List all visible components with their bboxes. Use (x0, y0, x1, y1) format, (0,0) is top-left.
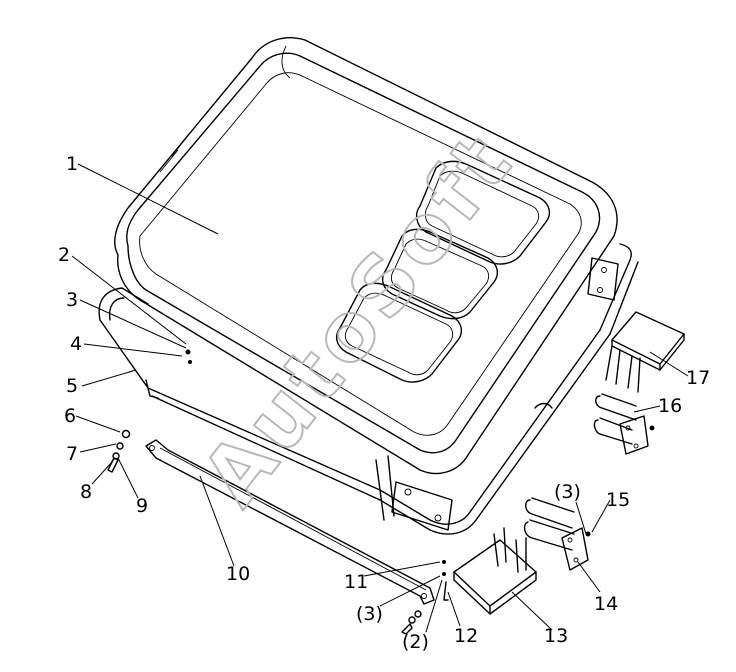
callout-1: 1 (66, 153, 78, 175)
callout-16: 16 (658, 395, 682, 417)
callout-8: 8 (80, 481, 92, 503)
callout-10: 10 (226, 563, 250, 585)
callout-14: 14 (594, 593, 618, 615)
callout-17: 17 (686, 367, 710, 389)
watermark-text: AutoSoft (184, 114, 532, 522)
callout-5: 5 (66, 375, 78, 397)
roof-panel (114, 37, 618, 475)
front-bracket (453, 527, 537, 615)
callouts: 1 2 3 4 5 6 7 8 9 10 11 (3) (2) 12 13 14… (58, 153, 710, 653)
callout-3b: (3) (356, 603, 383, 625)
leader-lines (71, 163, 689, 633)
callout-12: 12 (454, 625, 478, 647)
clamp-plate (561, 311, 685, 571)
callout-2b: (2) (402, 631, 429, 653)
callout-13: 13 (544, 625, 568, 647)
callout-3: 3 (66, 289, 78, 311)
callout-9: 9 (136, 495, 148, 517)
u-bolt (523, 393, 637, 551)
callout-3c: (3) (554, 481, 581, 503)
callout-6: 6 (64, 405, 76, 427)
cab-frame (98, 243, 639, 535)
callout-2: 2 (58, 244, 70, 266)
callout-4: 4 (70, 333, 82, 355)
roof-window (335, 160, 551, 383)
callout-7: 7 (66, 443, 78, 465)
callout-11: 11 (344, 571, 368, 593)
watermark: AutoSoft (183, 113, 533, 523)
strut-bar (145, 439, 435, 605)
callout-15: 15 (606, 489, 630, 511)
